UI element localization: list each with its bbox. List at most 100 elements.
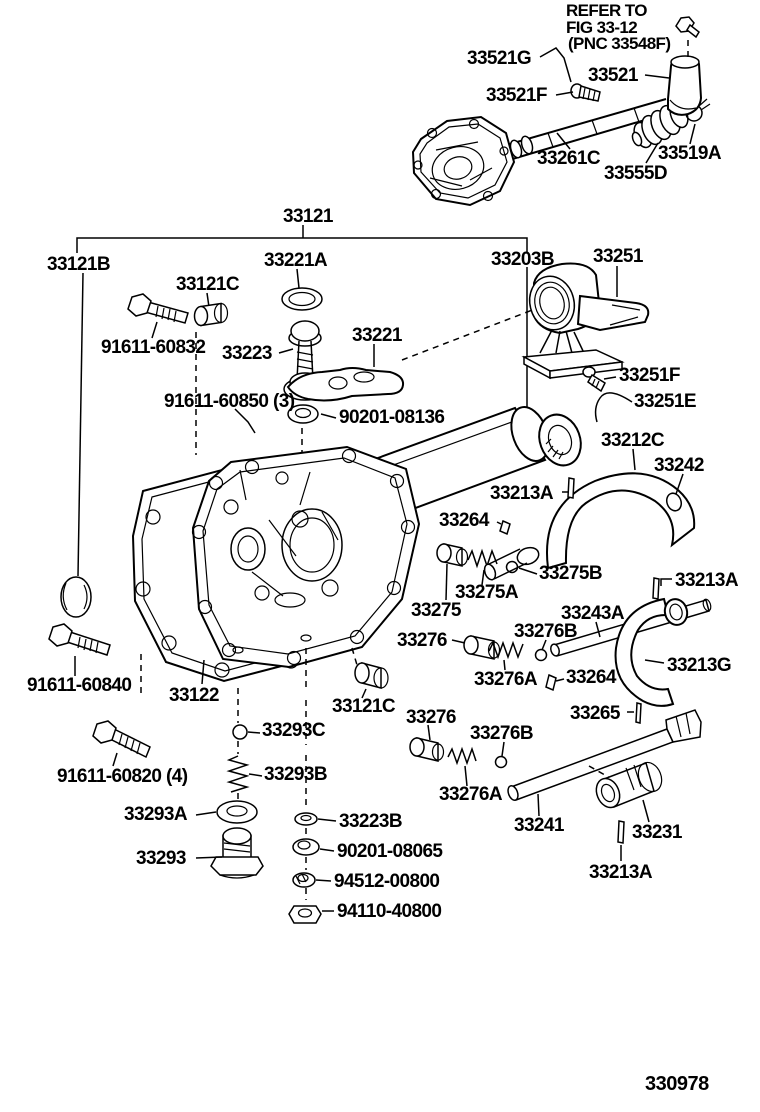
case-internal-detail (223, 469, 343, 654)
fork-33212c (483, 448, 696, 581)
part-label-33213a-right: 33213A (675, 570, 739, 591)
part-label-91611-60840: 91611-60840 (27, 675, 131, 696)
bolt-refer-fig (675, 16, 700, 58)
pin-33213a-bottom (617, 820, 625, 844)
part-label-33276a-upper: 33276A (474, 669, 538, 690)
transmission-case (131, 445, 421, 685)
part-label-91611-60850: 91611-60850 (3) (164, 391, 295, 412)
part-label-33276-upper: 33276 (397, 630, 447, 651)
part-label-91611-60832: 91611-60832 (101, 337, 205, 358)
part-label-33221a: 33221A (264, 250, 328, 271)
part-labels: REFER TO FIG 33-12 (PNC 33548F) 33521G 3… (27, 1, 739, 1095)
part-label-33276a-lower: 33276A (439, 784, 503, 805)
bushing-33121c-upper (193, 302, 229, 327)
stud-33521f (570, 83, 601, 102)
part-label-33251: 33251 (593, 246, 644, 267)
part-label-33276b-upper: 33276B (514, 621, 577, 642)
part-label-33275: 33275 (411, 600, 462, 621)
washer-33293a (216, 800, 258, 824)
part-label-33121: 33121 (283, 206, 334, 227)
bolt-91611-60820 (92, 720, 151, 767)
fork-33213g (614, 577, 689, 724)
part-label-33213a-left: 33213A (490, 483, 554, 504)
note-line-3: (PNC 33548F) (568, 34, 670, 53)
gasket-33122-outline (191, 445, 421, 669)
arm-33221 (286, 367, 405, 402)
callout-leaders (76, 225, 536, 698)
part-label-33521g: 33521G (467, 48, 531, 69)
part-label-33212c: 33212C (601, 430, 665, 451)
part-label-33223: 33223 (222, 343, 272, 364)
part-label-33213a-bottom: 33213A (589, 862, 653, 883)
part-label-33264-left: 33264 (439, 510, 490, 531)
part-label-33293a: 33293A (124, 804, 188, 825)
part-label-33276b-lower: 33276B (470, 723, 533, 744)
part-label-33275b: 33275B (539, 563, 602, 584)
ball-33276b-lower (494, 755, 508, 769)
pad-33242 (665, 492, 683, 512)
nut-94110-40800 (288, 905, 334, 924)
bolt-91611-60840 (48, 623, 111, 676)
detent-33276-lower-set (409, 724, 508, 787)
part-label-33521f: 33521F (486, 85, 547, 106)
detent-33276-upper-set (451, 635, 565, 692)
part-label-33276-lower: 33276 (406, 707, 456, 728)
part-label-90201-08136: 90201-08136 (339, 407, 444, 428)
retainer-33251 (521, 262, 650, 380)
plug-33121b (60, 576, 92, 618)
part-label-33264-right: 33264 (566, 667, 617, 688)
pin-33213a-right (652, 577, 660, 600)
part-label-33203b: 33203B (491, 249, 554, 270)
washer-column-33223b (288, 648, 337, 924)
spring-33276a-upper (488, 640, 524, 660)
part-label-90201-08065: 90201-08065 (337, 841, 443, 862)
detent-33275-set (436, 543, 538, 601)
bushing-33121c-lower (351, 647, 389, 699)
part-label-33213g: 33213G (667, 655, 731, 676)
drawing-number: 330978 (645, 1073, 709, 1095)
pin-33264-left (499, 519, 511, 536)
pin-33264-right (545, 673, 557, 692)
pin-33265 (635, 702, 642, 724)
part-label-33265: 33265 (570, 703, 621, 724)
washer-90201-08136 (287, 404, 319, 424)
rod-head (665, 709, 702, 743)
left-parts (48, 576, 389, 767)
part-label-33121b: 33121B (47, 254, 110, 275)
part-label-33293b: 33293B (264, 764, 327, 785)
note-line-2: FIG 33-12 (566, 18, 637, 37)
cap-33521 (667, 55, 703, 116)
part-label-33521: 33521 (588, 65, 639, 86)
part-label-33275a: 33275A (455, 582, 519, 603)
part-label-94512-00800: 94512-00800 (334, 871, 439, 892)
note-line-1: REFER TO (566, 1, 647, 20)
clamp-33231 (595, 761, 663, 861)
part-label-33221: 33221 (352, 325, 403, 346)
spring-33276a-lower (447, 746, 477, 766)
spring-33275a (467, 548, 498, 569)
control-shaft-assembly (411, 16, 711, 207)
part-label-94110-40800: 94110-40800 (337, 901, 441, 922)
part-label-33121c-lower: 33121C (332, 696, 396, 717)
pin-33213a-left (567, 477, 575, 499)
part-label-33231: 33231 (632, 822, 683, 843)
part-label-33242: 33242 (654, 455, 704, 476)
part-label-33122: 33122 (169, 685, 219, 706)
part-label-33243a: 33243A (561, 603, 625, 624)
ball-33293c (232, 724, 248, 740)
plug-33293 (195, 827, 264, 879)
part-label-33293: 33293 (136, 848, 186, 869)
upper-parts (127, 262, 650, 424)
plug-column-33293 (195, 688, 264, 879)
rod-33241 (507, 709, 702, 817)
bolt-91611-60832 (127, 293, 189, 324)
washer-33223b (294, 812, 318, 826)
spring-33293b (226, 755, 250, 793)
part-label-33251f: 33251F (619, 365, 680, 386)
oring-33221a (281, 287, 323, 311)
leader-33251e (594, 392, 633, 423)
part-label-33293c: 33293C (262, 720, 326, 741)
part-label-91611-60820: 91611-60820 (4) (57, 766, 188, 787)
part-label-33223b: 33223B (339, 811, 402, 832)
